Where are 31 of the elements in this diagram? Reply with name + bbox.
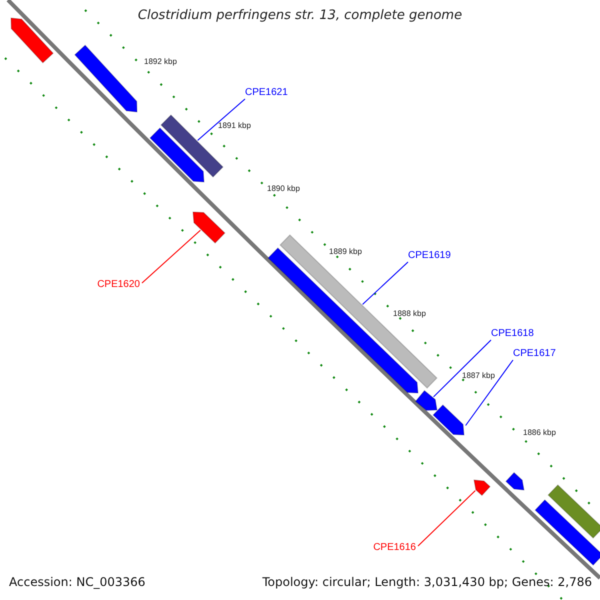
gene-feature: [74, 44, 138, 113]
gene-feature: [192, 211, 226, 244]
scale-label: 1890 kbp: [267, 185, 300, 193]
leader-line: [142, 230, 201, 284]
scale-label: 1886 kbp: [523, 429, 556, 437]
scale-label: 1891 kbp: [218, 122, 251, 130]
scale-label: 1892 kbp: [144, 58, 177, 66]
gene-label: CPE1620: [97, 280, 140, 290]
gene-bar: [547, 484, 600, 539]
scale-label: 1888 kbp: [393, 310, 426, 318]
genome-stats-note: Topology: circular; Length: 3,031,430 bp; Genes: 2,786: [262, 576, 592, 588]
gene-feature: [10, 17, 54, 64]
leader-line: [362, 262, 408, 305]
gene-label: CPE1617: [513, 349, 556, 359]
leader-line: [433, 340, 492, 398]
scale-label: 1887 kbp: [462, 372, 495, 380]
gene-feature: [505, 472, 525, 491]
gene-label: CPE1619: [408, 251, 451, 261]
leader-line: [197, 98, 246, 141]
gene-label: CPE1616: [373, 543, 416, 553]
map-title: Clostridium perfringens str. 13, complete genome: [136, 9, 464, 22]
scale-label: 1889 kbp: [329, 248, 362, 256]
leader-line: [418, 490, 476, 546]
gene-feature: [432, 404, 465, 436]
gene-bar: [534, 499, 600, 566]
accession-note: Accession: NC_003366: [9, 576, 146, 588]
gene-feature: [473, 479, 491, 496]
gene-feature: [149, 127, 205, 183]
leader-line: [465, 360, 514, 426]
gene-label: CPE1621: [245, 88, 288, 98]
gene-label: CPE1618: [491, 329, 534, 339]
